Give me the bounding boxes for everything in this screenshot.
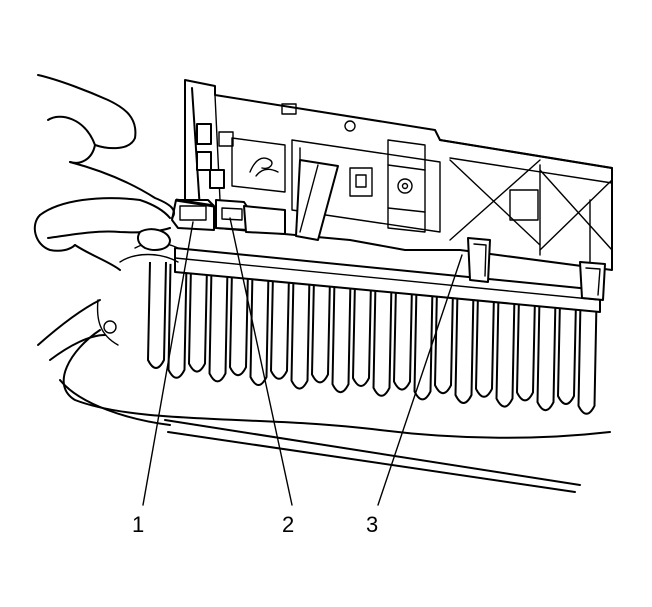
heater-core-tube <box>229 269 249 377</box>
heater-core-tube <box>393 284 413 391</box>
heater-core-tube <box>516 296 536 402</box>
heater-core-tube <box>290 275 311 390</box>
heater-core-tube <box>372 282 393 397</box>
callout-1: 1 <box>132 512 144 537</box>
heater-core-tubes <box>147 261 598 415</box>
heater-core-tube <box>577 301 598 415</box>
electrical-connector-left <box>171 198 215 231</box>
tube-header <box>119 242 601 313</box>
leader-line-2 <box>229 217 293 506</box>
heater-core-tube <box>270 273 290 380</box>
heater-core-tube <box>147 261 167 369</box>
heater-core-tube <box>249 271 270 386</box>
heater-core-tube <box>434 288 454 395</box>
heater-core-tube <box>311 277 331 384</box>
heater-core-tube <box>413 286 434 401</box>
leader-line-3 <box>377 254 463 506</box>
heater-core-tube <box>454 290 475 404</box>
heater-core-tube <box>475 292 495 398</box>
heater-core-tube <box>331 279 352 394</box>
callout-3: 3 <box>366 512 378 537</box>
heater-core-tube <box>557 299 577 405</box>
heater-core-tube <box>352 280 372 387</box>
heater-core-tube <box>495 294 516 408</box>
heater-core-tube <box>208 267 229 383</box>
heater-core-tube <box>167 263 188 379</box>
frame-cross-bracing <box>439 139 613 263</box>
leader-line-1 <box>142 221 194 506</box>
heater-core-tube <box>536 298 557 412</box>
retaining-clip <box>467 237 606 301</box>
heater-core-tube <box>188 265 208 373</box>
lower-housing <box>59 299 611 493</box>
leader-lines <box>142 217 463 506</box>
upper-housing-frame <box>184 79 613 271</box>
technician-hands <box>33 74 175 361</box>
callout-2: 2 <box>282 512 294 537</box>
electrical-connector-right <box>215 199 286 235</box>
